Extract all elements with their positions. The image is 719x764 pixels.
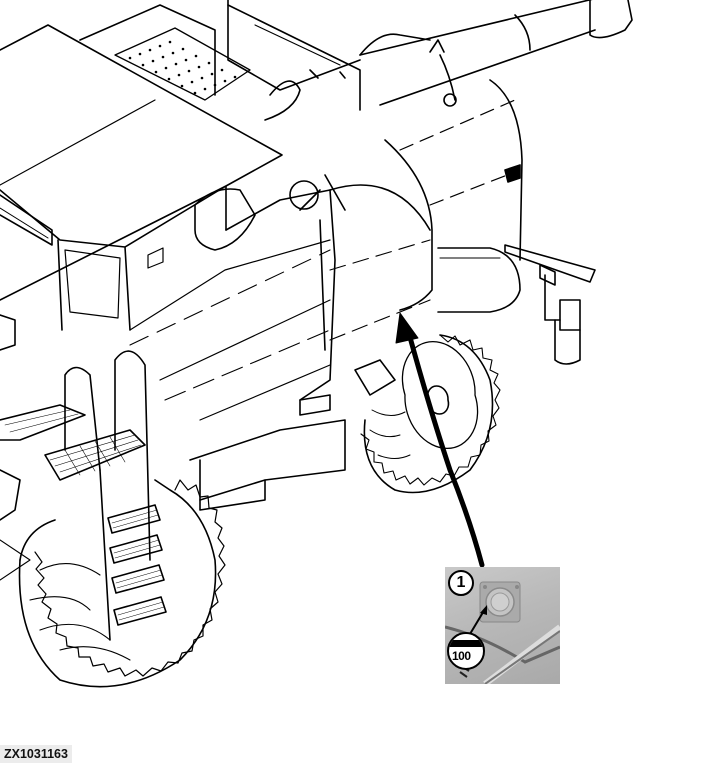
figure-id-label: ZX1031163 [0, 745, 72, 763]
service-interval-label: 100 [452, 649, 471, 663]
hour-meter-icon: 100 [447, 632, 485, 670]
callout-number-badge: 1 [448, 570, 474, 596]
component-photo [445, 581, 560, 684]
hour-meter-bar [449, 640, 483, 647]
detail-photo-inset: 1 100 [445, 567, 560, 684]
